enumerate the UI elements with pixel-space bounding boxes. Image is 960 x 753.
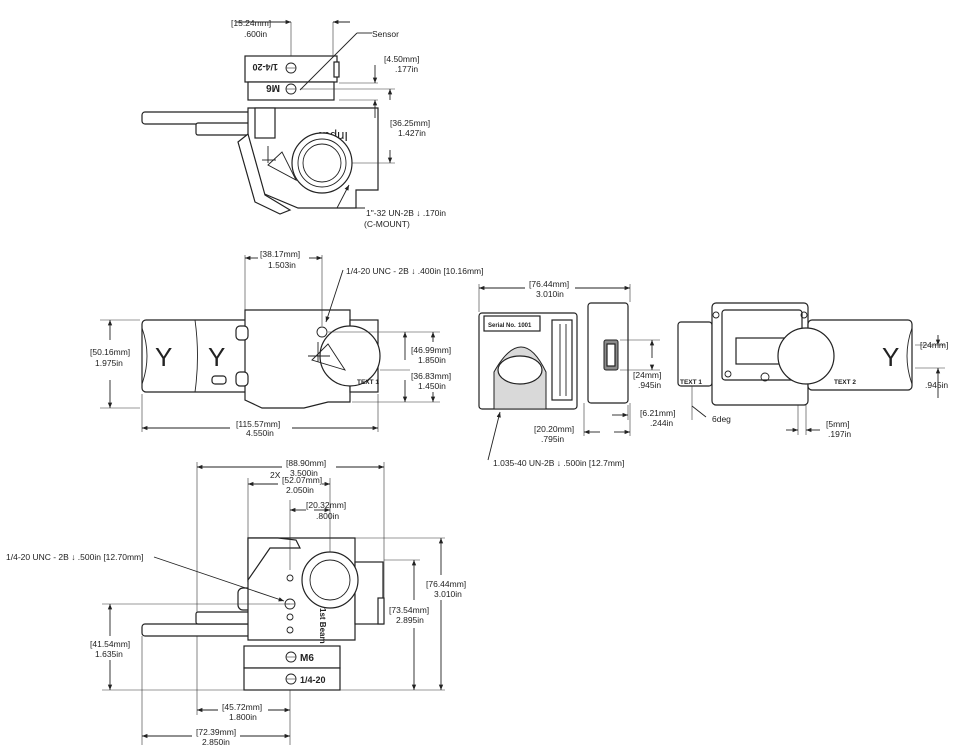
label-y-2: Y [208,342,225,372]
top-mount-base [247,81,335,101]
label-quarter20-bottom: 1/4-20 [300,675,326,685]
dim-115-57-mm: [115.57mm] [236,419,280,429]
dim-73-54-mm: [73.54mm] [389,605,429,615]
dim-15-24-mm: [15.24mm] [231,18,271,28]
dim-115-57-in: 4.550in [246,428,274,438]
callout-tap-side: 1/4-20 UNC - 2B ↓ .400in [10.16mm] [346,266,483,276]
dim-6-21-mm: [6.21mm] [640,408,675,418]
label-text1-front: TEXT 1 [357,379,379,386]
dim-24-a-mm: [24mm] [633,370,661,380]
dim-88-90-mm: [88.90mm] [286,458,326,468]
dim-20-32-mm: [20.32mm] [306,500,346,510]
callout-tap-bottom: 1/4-20 UNC - 2B ↓ .500in [12.70mm] [6,552,143,562]
callout-rear-thread: 1.035-40 UN-2B ↓ .500in [12.7mm] [493,458,624,468]
tap-hole-icon [316,326,328,338]
dim-76-44-side-mm: [76.44mm] [426,579,466,589]
dim-4-50-mm: [4.50mm] [384,54,419,64]
side-view: Y TEXT 2 TEXT 1 [24mm] .945in 6deg [5mm]… [677,302,948,439]
dim-50-16-mm: [50.16mm] [90,347,130,357]
dim-6-21-in: .244in [650,418,673,428]
front-view: Y Y TEXT 1 [38.17mm] 1.503in 1/4-20 UNC … [90,249,483,438]
dim-36-83-in: 1.450in [418,381,446,391]
dim-5-mm: [5mm] [826,419,850,429]
dim-73-54-in: 2.895in [396,615,424,625]
dim-41-54-mm: [41.54mm] [90,639,130,649]
c-mount-ring [291,132,353,194]
dim-24-b-mm: [24mm] [920,340,948,350]
dim-15-24-in: .600in [244,29,267,39]
dim-72-39-mm: [72.39mm] [196,727,236,737]
dim-38-17-mm: [38.17mm] [260,249,300,259]
label-y-1: Y [155,342,172,372]
dim-36-25-mm: [36.25mm] [390,118,430,128]
dim-41-54-in: 1.635in [95,649,123,659]
dim-72-39-in: 2.850in [202,737,230,747]
label-first-beam-out: 1st Beam Out [318,608,327,660]
dim-52-07-mm: [52.07mm] [282,475,322,485]
label-serial-value: 1001 [518,323,532,329]
dim-52-07-in: 2.050in [286,485,314,495]
callout-cmount: (C-MOUNT) [364,219,410,229]
label-m6-top: M6 [266,82,280,93]
label-text2: TEXT 2 [834,379,856,386]
dim-76-44-top-mm: [76.44mm] [529,279,569,289]
label-text1-side: TEXT 1 [680,379,702,386]
callout-angle: 6deg [712,414,731,424]
dim-36-83-mm: [36.83mm] [411,371,451,381]
label-serial: Serial No. [488,323,516,329]
callout-cmount-thread: 1"-32 UN-2B ↓ .170in [366,208,446,218]
rear-view: Serial No. 1001 [76.44mm] 3.010in [24mm]… [478,279,675,468]
beam-arrow-icon [267,151,298,182]
top-view: 1/4-20 M6 Input [15.24mm] .600in Sensor [141,18,446,229]
dim-36-25-in: 1.427in [398,128,426,138]
beam-arrow-front-icon [311,343,347,371]
dim-24-a-in: .945in [638,380,661,390]
callout-sensor: Sensor [372,29,399,39]
dim-45-72-mm: [45.72mm] [222,702,262,712]
dim-52-07-prefix: 2X [270,470,281,480]
label-m6-bottom: M6 [300,653,314,664]
dim-76-44-side-in: 3.010in [434,589,462,599]
dim-20-32-in: .800in [316,511,339,521]
dim-5-in: .197in [828,429,851,439]
dim-88-90-in: 3.500in [290,468,318,478]
top-mount-block [244,55,338,83]
bottom-view: 1st Beam Out M6 1/4-20 [88.90mm] 3.500in… [6,458,466,747]
dim-20-20-mm: [20.20mm] [534,424,574,434]
rail-bottom [141,623,255,637]
dim-45-72-in: 1.800in [229,712,257,722]
dim-24-b-in: .945in [925,380,948,390]
rail [141,111,258,125]
dim-20-20-in: .795in [541,434,564,444]
dim-46-99-in: 1.850in [418,355,446,365]
dim-4-50-in: .177in [395,64,418,74]
dim-46-99-mm: [46.99mm] [411,345,451,355]
label-quarter20-top: 1/4-20 [252,62,278,72]
sensor-leader [299,32,358,91]
dim-76-44-top-in: 3.010in [536,289,564,299]
dim-50-16-in: 1.975in [95,358,123,368]
label-y-side: Y [882,342,899,372]
dim-38-17-in: 1.503in [268,260,296,270]
